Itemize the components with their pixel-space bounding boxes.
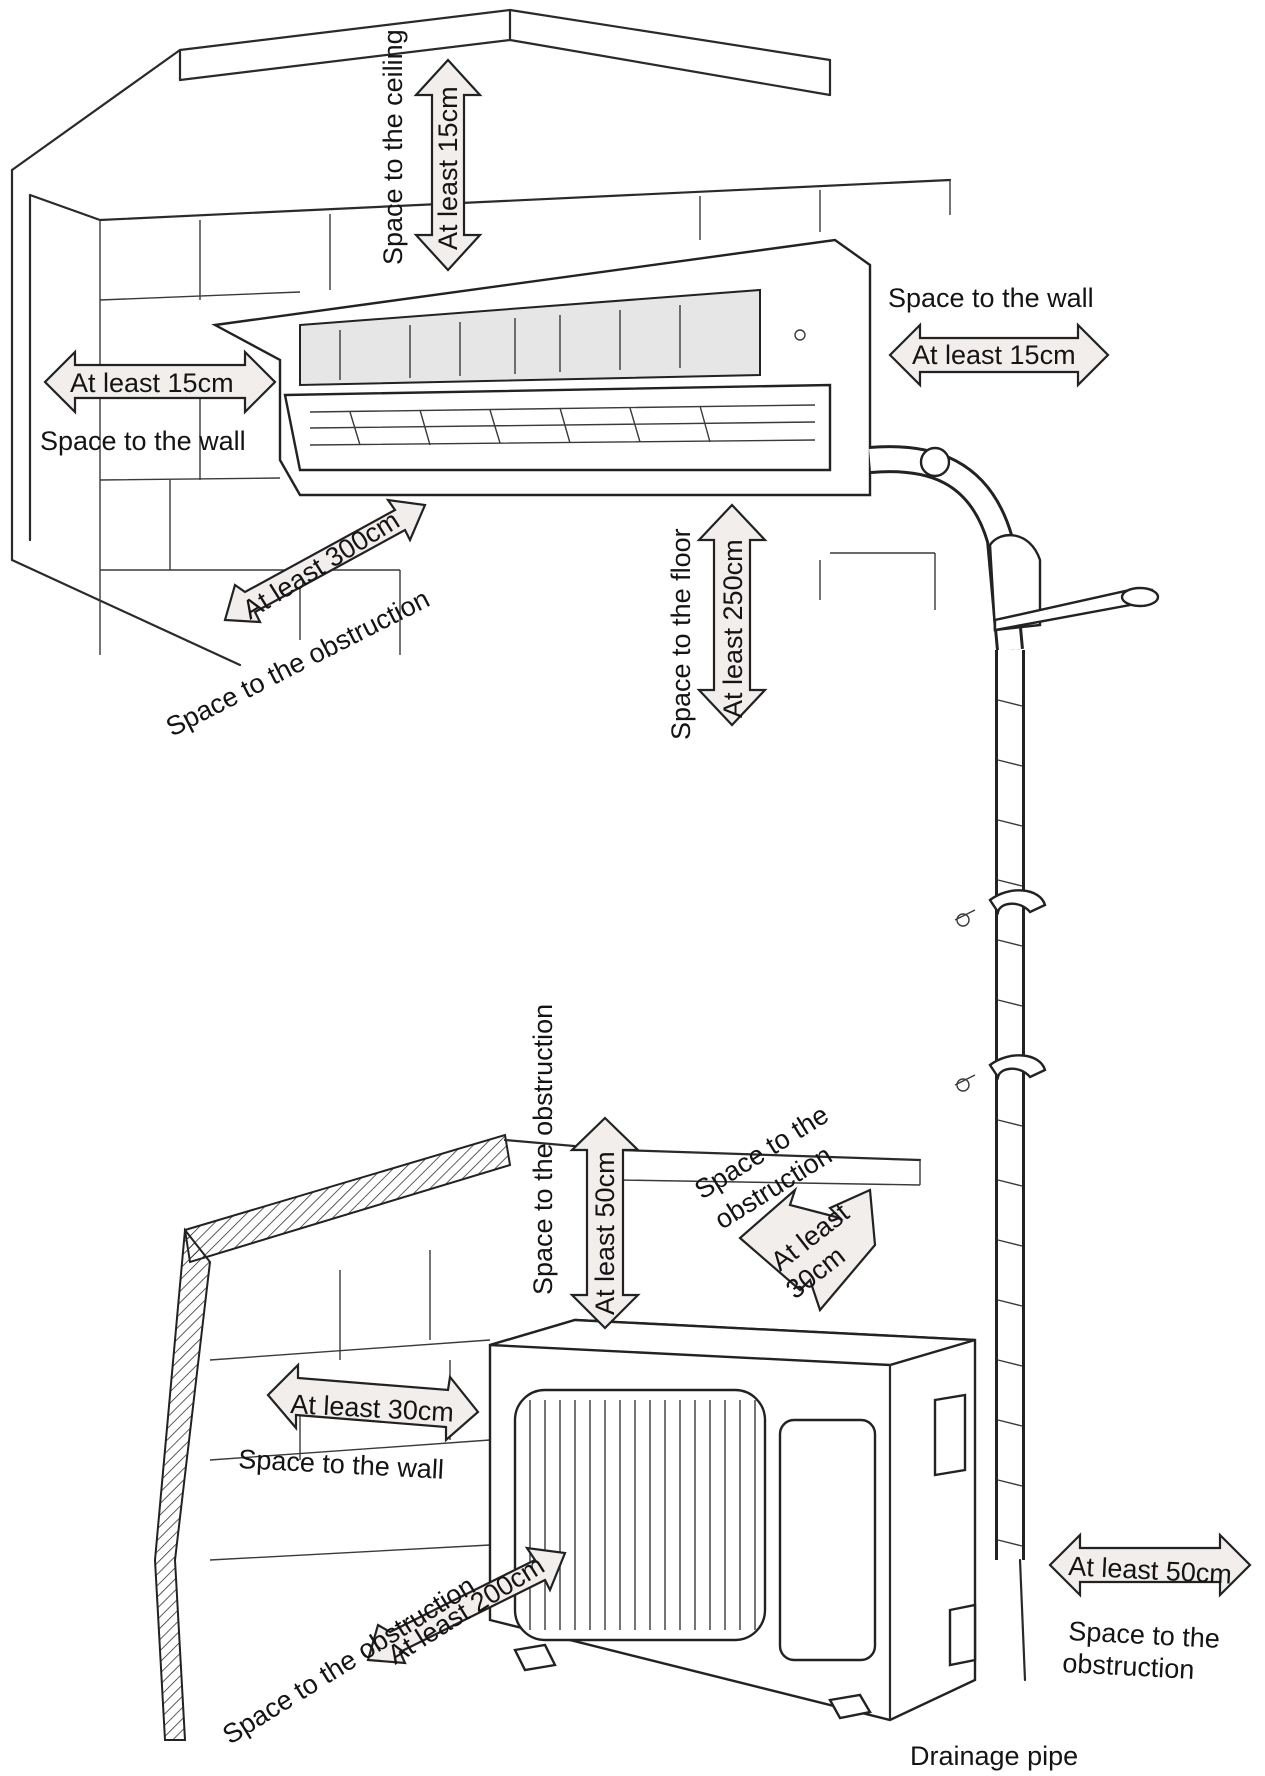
label-left-wall-space: Space to the wall xyxy=(40,426,246,456)
label-floor-space: Space to the floor xyxy=(666,528,696,740)
label-outdoor-top-space: Space to the obstruction xyxy=(528,1004,558,1295)
arrow-left-wall xyxy=(43,349,277,415)
label-right-wall-min: At least 15cm xyxy=(912,340,1076,370)
label-right-wall-space: Space to the wall xyxy=(888,283,1094,313)
arrow-outdoor-front xyxy=(366,1546,567,1665)
label-floor-min: At least 250cm xyxy=(718,539,748,718)
label-drainage-pipe: Drainage pipe xyxy=(910,1741,1078,1771)
arrow-front-indoor xyxy=(223,498,427,624)
arrow-ceiling xyxy=(413,58,483,272)
outdoor-wall xyxy=(153,1133,922,1741)
outdoor-unit xyxy=(488,1318,977,1722)
arrow-right-wall xyxy=(888,322,1110,388)
label-front-indoor-space: Space to the obstruction xyxy=(161,583,434,742)
label-outdoor-top-min: At least 50cm xyxy=(590,1151,620,1315)
label-outdoor-right-space-2: obstruction xyxy=(1062,1648,1195,1685)
arrow-outdoor-back xyxy=(738,1186,877,1313)
arrow-outdoor-left xyxy=(266,1362,480,1443)
arrow-floor xyxy=(696,503,768,727)
label-outdoor-right-space-1: Space to the xyxy=(1068,1616,1221,1654)
label-outdoor-front-space: Space to the obstruction xyxy=(217,1570,480,1750)
label-ceiling-space: Space to the ceiling xyxy=(378,29,408,265)
indoor-unit xyxy=(211,238,872,497)
refrigerant-pipe xyxy=(868,445,1160,1682)
label-left-wall-min: At least 15cm xyxy=(70,368,234,398)
arrow-outdoor-top xyxy=(569,1116,641,1330)
arrow-outdoor-right xyxy=(1048,1532,1252,1598)
label-ceiling-min: At least 15cm xyxy=(433,86,463,250)
label-outdoor-left-space: Space to the wall xyxy=(238,1444,445,1485)
clearance-arrows xyxy=(43,58,1252,1665)
